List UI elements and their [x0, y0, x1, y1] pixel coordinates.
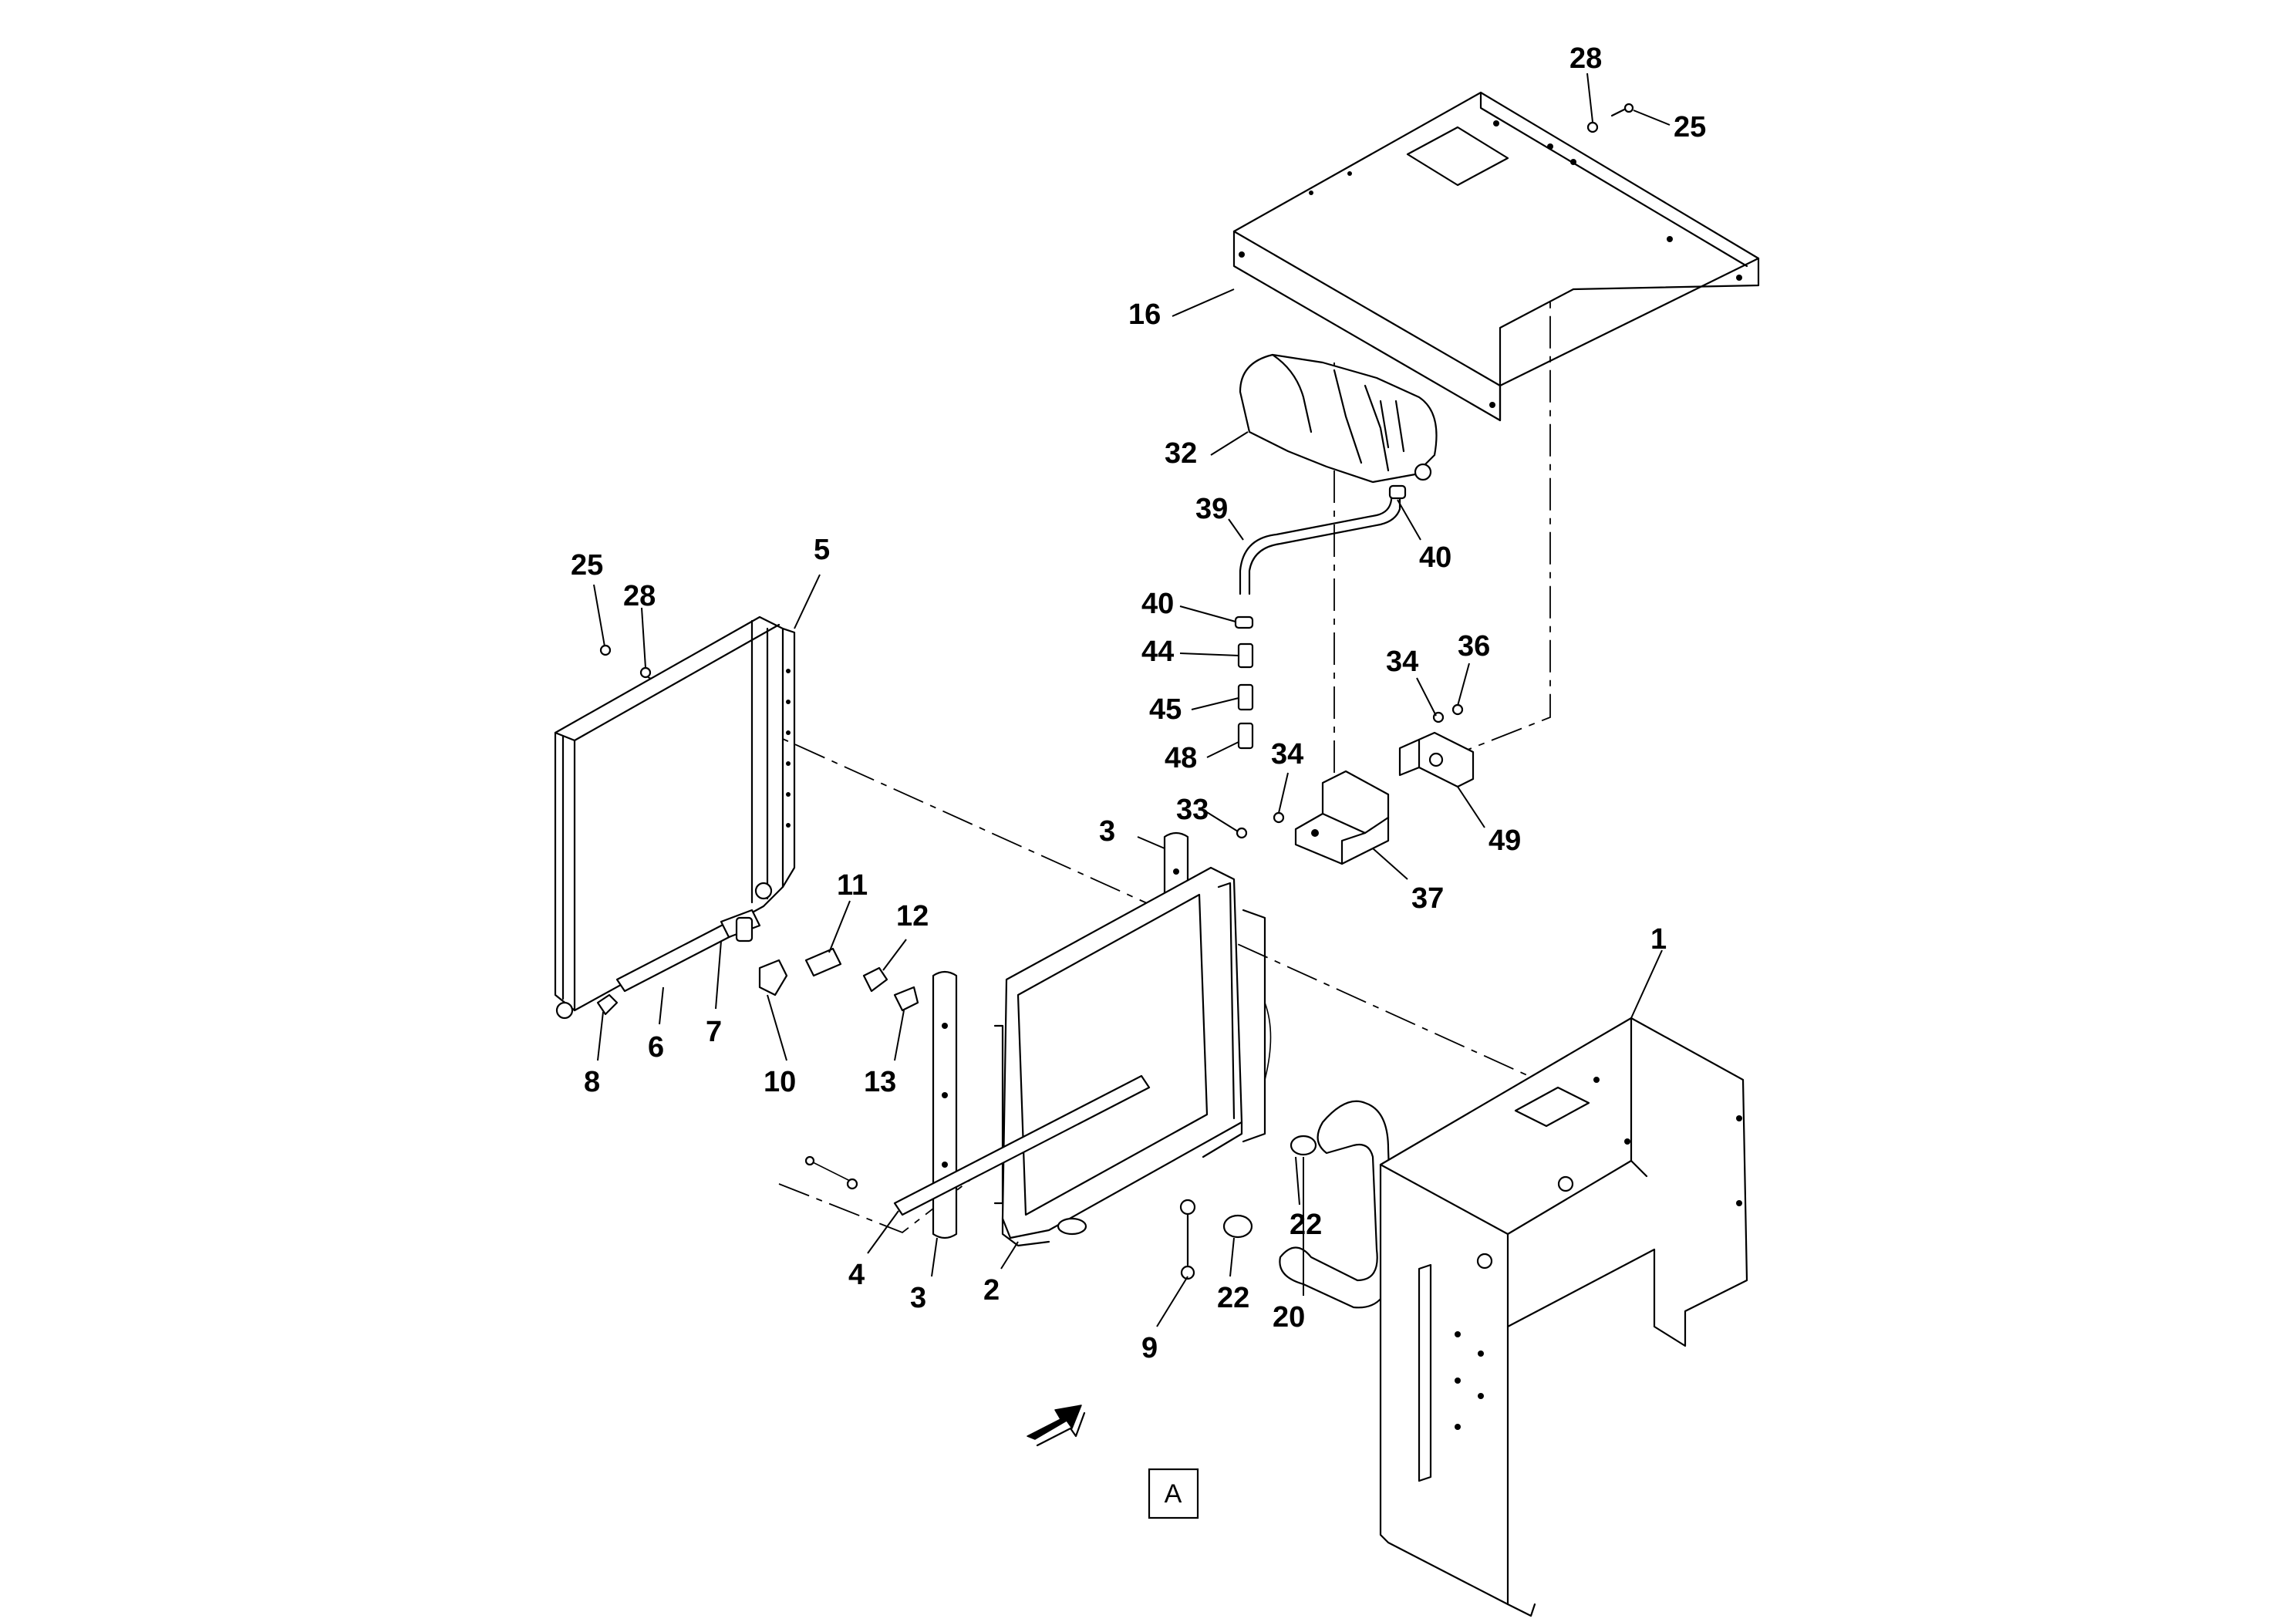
callout-16: 16	[1128, 298, 1161, 331]
callout-28b: 28	[623, 580, 656, 612]
leader-lines	[593, 73, 1671, 1327]
small-fittings-parts	[596, 909, 919, 1016]
callout-5: 5	[814, 534, 830, 566]
callout-3a: 3	[1099, 815, 1115, 848]
callout-7: 7	[706, 1016, 722, 1048]
radiator-shroud-part	[993, 866, 1272, 1247]
callout-25b: 25	[571, 549, 603, 582]
bracket-49-part	[1398, 731, 1475, 788]
callout-22a: 22	[1217, 1282, 1249, 1314]
callout-1: 1	[1650, 923, 1667, 956]
callout-9: 9	[1141, 1332, 1158, 1364]
lower-hose-part	[1279, 1100, 1394, 1309]
callout-3b: 3	[910, 1282, 926, 1314]
callout-25a: 25	[1674, 111, 1706, 143]
callout-36: 36	[1458, 630, 1490, 663]
view-label-box: A	[1148, 1468, 1199, 1519]
callout-45: 45	[1149, 693, 1182, 726]
bracket-37-part	[1294, 770, 1390, 865]
expansion-tank-part	[1239, 353, 1438, 484]
drain-and-clamp-parts	[1179, 1135, 1317, 1280]
callout-34b: 34	[1271, 738, 1303, 771]
top-cover-part	[1232, 91, 1760, 422]
callout-37: 37	[1411, 882, 1444, 915]
callout-39: 39	[1195, 493, 1228, 525]
hose-line-part	[1234, 484, 1407, 750]
view-label-letter: A	[1165, 1479, 1182, 1509]
callout-2: 2	[983, 1274, 1000, 1307]
callout-13: 13	[864, 1066, 896, 1098]
callout-20: 20	[1273, 1301, 1305, 1334]
callout-40a: 40	[1419, 541, 1451, 574]
callout-8: 8	[584, 1066, 600, 1098]
callout-33: 33	[1176, 794, 1209, 826]
stay-rod-part	[804, 1074, 1151, 1216]
callout-4: 4	[848, 1259, 865, 1291]
callout-10: 10	[764, 1066, 796, 1098]
callout-32: 32	[1165, 437, 1197, 470]
callout-48: 48	[1165, 742, 1197, 774]
callout-44: 44	[1141, 636, 1174, 668]
callout-6: 6	[648, 1031, 664, 1064]
callout-49: 49	[1489, 824, 1521, 857]
radiator-core-part	[554, 615, 796, 1020]
callout-labels: 1 2 3 3 4 5 6 7 8 9 10 11 12 13 16 20 22…	[571, 42, 1706, 1364]
callout-11: 11	[837, 869, 868, 902]
view-direction-arrow	[1027, 1404, 1086, 1447]
callout-34a: 34	[1386, 646, 1418, 678]
callout-12: 12	[896, 900, 929, 932]
main-frame-part	[1379, 1017, 1748, 1617]
callout-40b: 40	[1141, 588, 1174, 620]
callout-22b: 22	[1290, 1209, 1322, 1241]
callout-28a: 28	[1569, 42, 1602, 75]
